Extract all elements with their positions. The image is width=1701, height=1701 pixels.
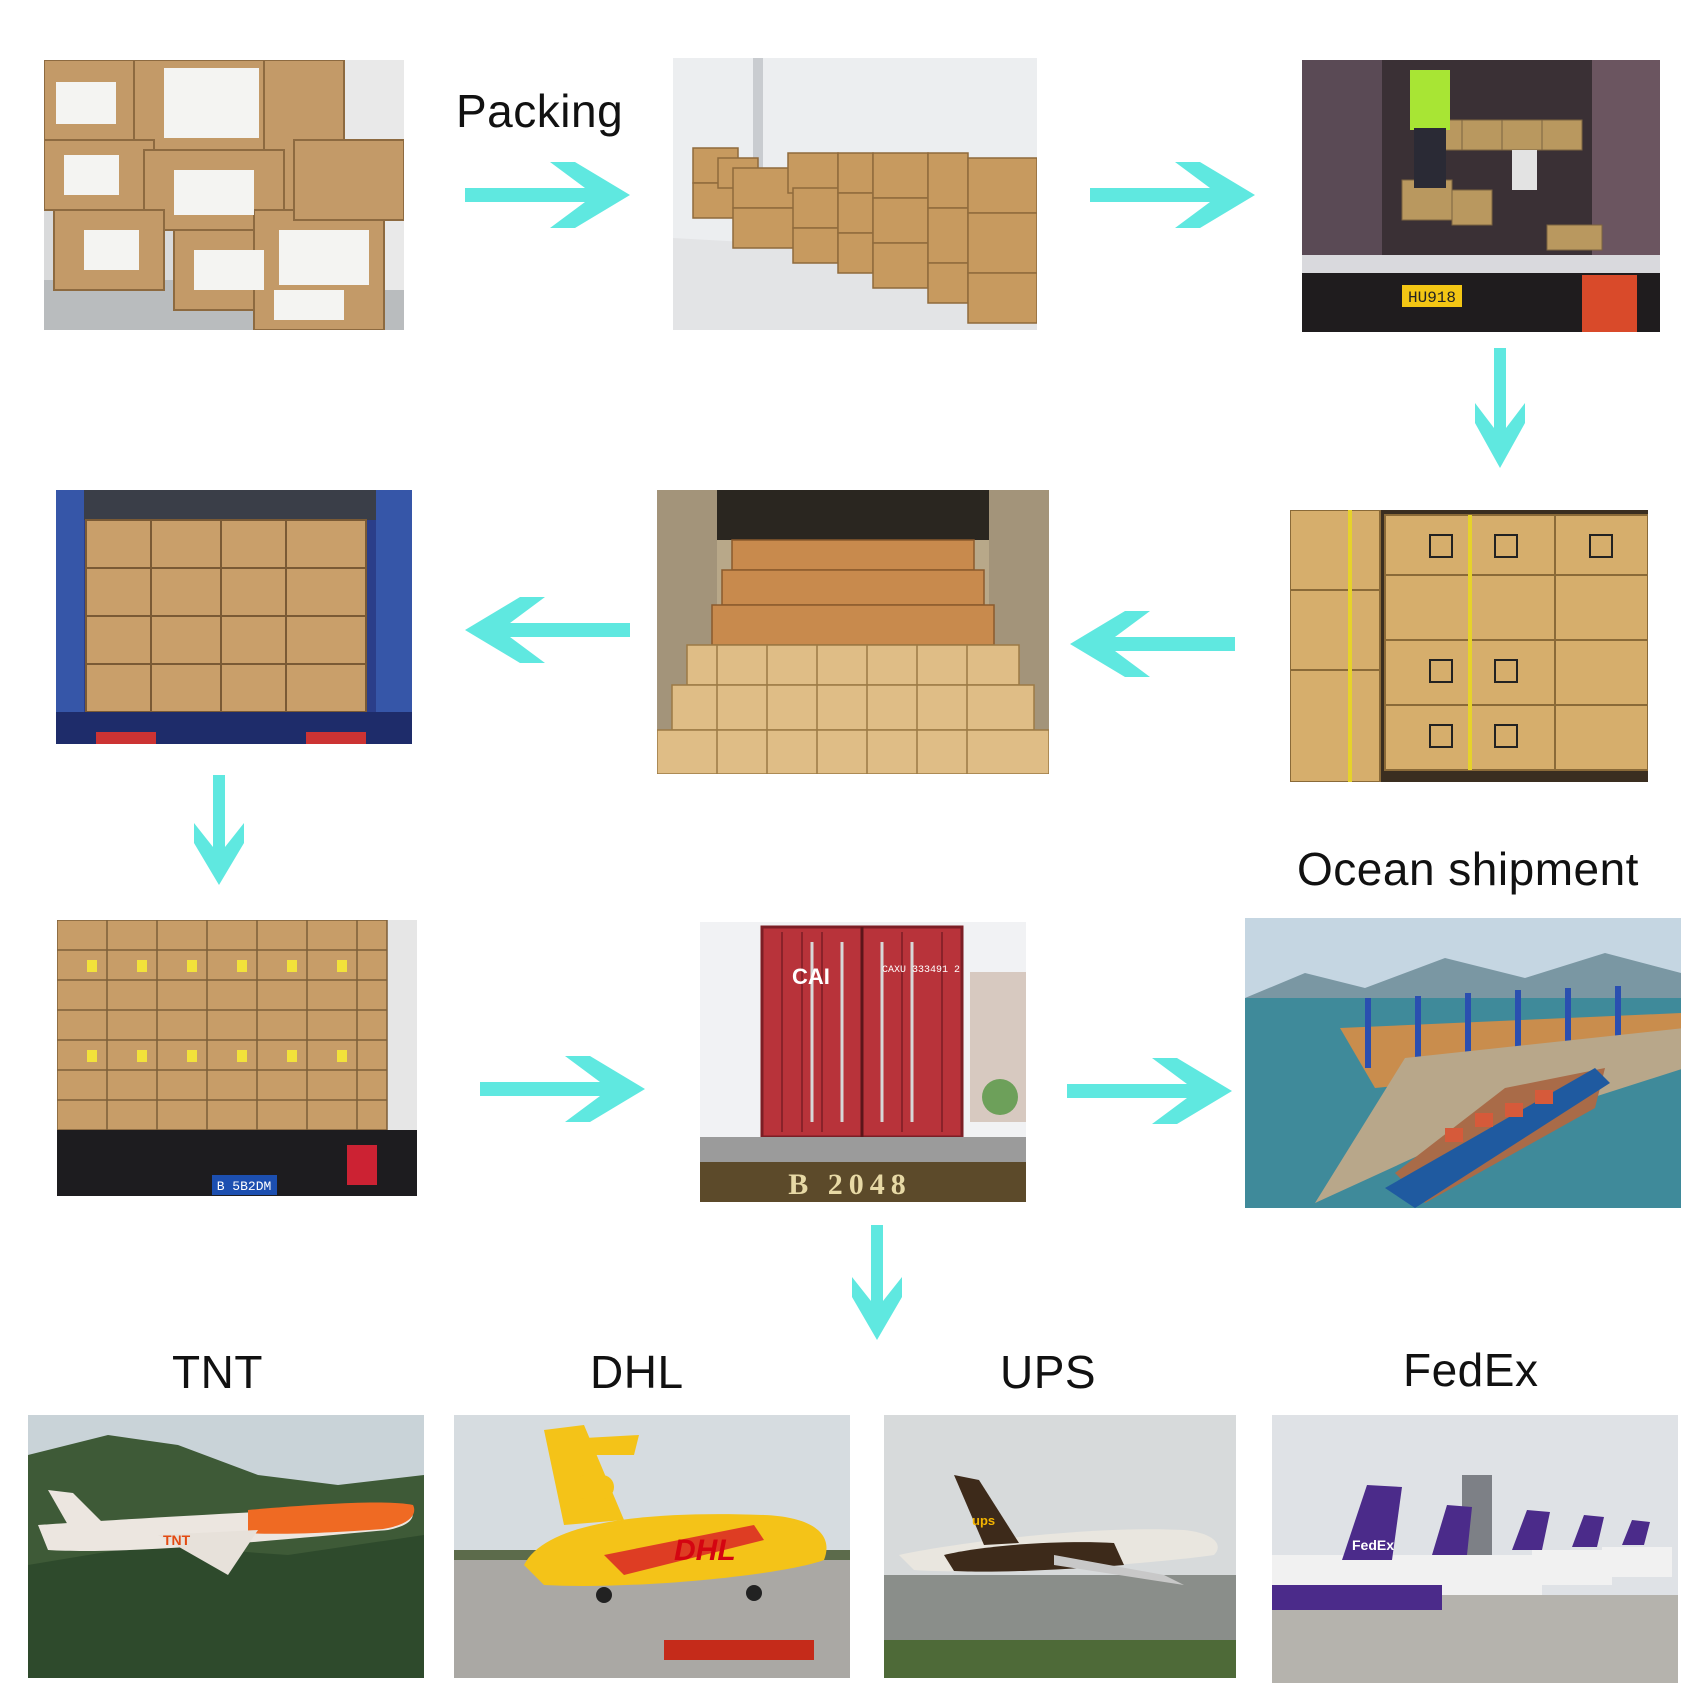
container-mark: CAI: [792, 964, 830, 989]
photo-container-port: [1245, 918, 1681, 1208]
tnt-logo: TNT: [163, 1532, 191, 1548]
label-packing: Packing: [456, 85, 624, 137]
dhl-logo: DHL: [674, 1534, 736, 1567]
arrow-right-2: [1090, 162, 1255, 228]
photo-warehouse-boxes: [673, 58, 1037, 330]
arrow-right-3: [480, 1056, 645, 1122]
label-ups: UPS: [1000, 1346, 1097, 1398]
photo-truck-full-load: B 5B2DM: [57, 920, 417, 1196]
trailer-plate: B 2048: [788, 1168, 912, 1201]
arrow-right-4: [1067, 1058, 1232, 1124]
photo-dhl-plane: DHL: [454, 1415, 850, 1678]
label-ocean-shipment: Ocean shipment: [1297, 843, 1639, 895]
photo-boxes-closeup: [1290, 510, 1648, 782]
arrow-right-1: [465, 162, 630, 228]
arrow-down-3: [852, 1225, 902, 1340]
fedex-logo: FedEx: [1352, 1537, 1394, 1553]
truck2-plate: B 5B2DM: [217, 1179, 272, 1194]
container-id: CAXU 333491 2: [882, 965, 960, 976]
photo-truck-loaded-boxes: [56, 490, 412, 744]
label-dhl: DHL: [590, 1346, 684, 1398]
photo-truck-loading: HU918: [1302, 60, 1660, 332]
arrow-left-2: [1070, 611, 1235, 677]
truck-plate: HU918: [1408, 289, 1456, 307]
label-tnt: TNT: [172, 1346, 263, 1398]
photo-container-stacked-boxes: [657, 490, 1049, 774]
label-fedex: FedEx: [1403, 1344, 1539, 1396]
photo-fedex-planes: FedEx: [1272, 1415, 1678, 1683]
ups-logo: ups: [972, 1513, 995, 1528]
arrow-down-2: [194, 775, 244, 885]
photo-tnt-plane: TNT: [28, 1415, 424, 1678]
arrow-left-1: [465, 597, 630, 663]
arrow-down-1: [1475, 348, 1525, 468]
photo-ups-plane: ups: [884, 1415, 1236, 1678]
photo-red-container: CAI CAXU 333491 2 B 2048: [700, 922, 1026, 1202]
photo-labeled-boxes: [44, 60, 404, 330]
